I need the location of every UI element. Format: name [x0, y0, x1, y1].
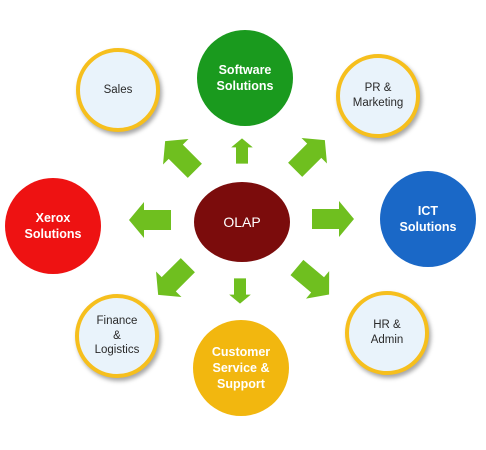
xerox-solutions-node: Xerox Solutions	[5, 178, 101, 274]
sales-label: Sales	[103, 83, 133, 96]
arrow-to-customer	[229, 278, 251, 304]
software-solutions-node: Software Solutions	[197, 30, 293, 126]
olap-center-node: OLAP	[194, 182, 290, 262]
arrow-to-finance	[145, 252, 201, 308]
arrow-to-pr	[282, 127, 338, 183]
pr-marketing-node: PR & Marketing	[336, 54, 420, 138]
finance-logistics-node: Finance & Logistics	[75, 294, 159, 378]
finance-logistics-label: Finance & Logistics	[94, 314, 140, 357]
arrow-to-software	[231, 138, 253, 164]
ict-solutions-label: ICT Solutions	[399, 203, 457, 234]
arrow-to-sales	[152, 128, 208, 184]
pr-marketing-label: PR & Marketing	[352, 82, 404, 109]
arrow-to-hr	[285, 253, 341, 309]
hr-admin-node: HR & Admin	[345, 291, 429, 375]
sales-node: Sales	[76, 48, 160, 132]
customer-service-node: Customer Service & Support	[193, 320, 289, 416]
customer-service-label: Customer Service & Support	[211, 344, 271, 392]
xerox-solutions-label: Xerox Solutions	[24, 210, 82, 241]
olap-label: OLAP	[223, 213, 261, 230]
software-solutions-label: Software Solutions	[216, 62, 274, 93]
hr-admin-label: HR & Admin	[370, 319, 404, 346]
ict-solutions-node: ICT Solutions	[380, 171, 476, 267]
arrow-to-ict	[312, 201, 354, 237]
arrow-to-xerox	[129, 202, 171, 238]
